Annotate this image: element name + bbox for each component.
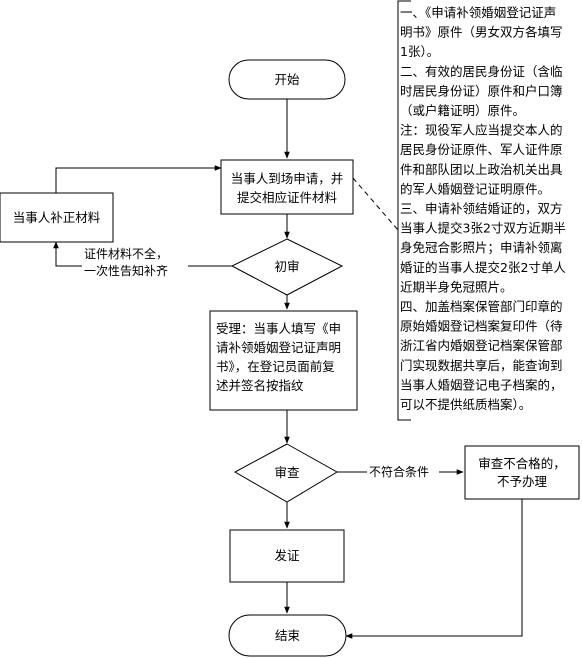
note-line: 三、申请补领结婚证的，双方 [400, 201, 563, 216]
node-accept-line-1: 受理：当事人填写《申 [216, 321, 341, 336]
node-issue: 发证 [229, 529, 345, 583]
edge-label-incomplete-line-2: 一次性告知补齐 [84, 263, 168, 278]
note-line: 二、有效的居民身份证（含临 [400, 64, 563, 79]
node-start-label: 开始 [274, 72, 300, 87]
note-connector [352, 177, 399, 231]
node-accept-line-2: 请补领婚姻登记证声明 [216, 340, 341, 355]
node-start: 开始 [228, 59, 346, 100]
note-line: 的军人婚姻登记证明原件。 [400, 181, 550, 196]
node-supplement: 当事人补正材料 [0, 192, 114, 243]
note-line: 四、加盖档案保管部门印章的 [400, 299, 563, 314]
node-accept: 受理：当事人填写《申 请补领婚姻登记证声明 书》，在登记员面前复 述并签名按指纹 [209, 310, 358, 411]
note-line: 门实现数据共享后，能查询到 [400, 358, 563, 373]
note-line: 近期半身免冠照片。 [400, 279, 513, 294]
note-line: 居民身份证原件、军人证件原 [400, 142, 563, 157]
edge-reject-end [345, 499, 523, 639]
note-line: 注：现役军人应当提交本人的 [400, 123, 563, 138]
node-apply-line-1: 当事人到场申请，并 [231, 171, 344, 186]
edge-label-incomplete-line-1: 证件材料不全， [84, 246, 168, 261]
node-end: 结束 [228, 614, 347, 657]
node-supplement-label: 当事人补正材料 [13, 210, 101, 225]
node-review-label: 审查 [274, 465, 300, 480]
node-issue-label: 发证 [274, 548, 300, 563]
node-reject: 审查不合格的， 不予办理 [464, 445, 580, 500]
edge-label-not-qualified-text: 不符合条件 [369, 464, 429, 479]
note-line: 时居民身份证）原件和户口簿 [400, 83, 563, 98]
node-initial-review: 初审 [230, 238, 344, 296]
node-accept-line-3: 书》，在登记员面前复 [216, 359, 335, 374]
note-line: 一、《申请补领婚姻登记证声 [400, 5, 556, 20]
node-initial-review-label: 初审 [274, 259, 299, 274]
note-line: （或户籍证明）原件。 [400, 103, 525, 118]
edge-label-incomplete: 证件材料不全， 一次性告知补齐 [82, 244, 188, 280]
note-line: 可以不提供纸质档案）。 [400, 397, 531, 412]
node-end-label: 结束 [275, 628, 301, 643]
edge-label-not-qualified: 不符合条件 [367, 464, 439, 480]
node-accept-line-4: 述并签名按指纹 [216, 378, 304, 393]
node-reject-line-1: 审查不合格的， [478, 456, 566, 471]
note-line: 1张）。 [400, 44, 439, 59]
node-review: 审查 [233, 443, 338, 503]
note-line: 件和部队团以上政治机关出具 [400, 162, 563, 177]
note-line: 浙江省内婚姻登记档案保管部 [400, 338, 563, 353]
note-line: 明书》原件（男女双方各填写 [400, 25, 563, 40]
note-line: 婚证的当事人提交2张2寸单人 [400, 260, 566, 275]
node-apply-line-2: 提交相应证件材料 [237, 190, 338, 205]
node-reject-line-2: 不予办理 [497, 474, 548, 489]
note-line: 身免冠合影照片；申请补领离 [400, 240, 563, 255]
note-line: 当事人提交3张2寸双方近期半 [400, 221, 566, 236]
node-apply: 当事人到场申请，并 提交相应证件材料 [220, 159, 354, 215]
note-bracket [397, 0, 411, 421]
note-line: 当事人婚姻登记电子档案的， [400, 377, 563, 392]
note-line: 原始婚姻登记档案复印件（待 [400, 319, 563, 334]
edge-supplement-apply [55, 165, 222, 193]
